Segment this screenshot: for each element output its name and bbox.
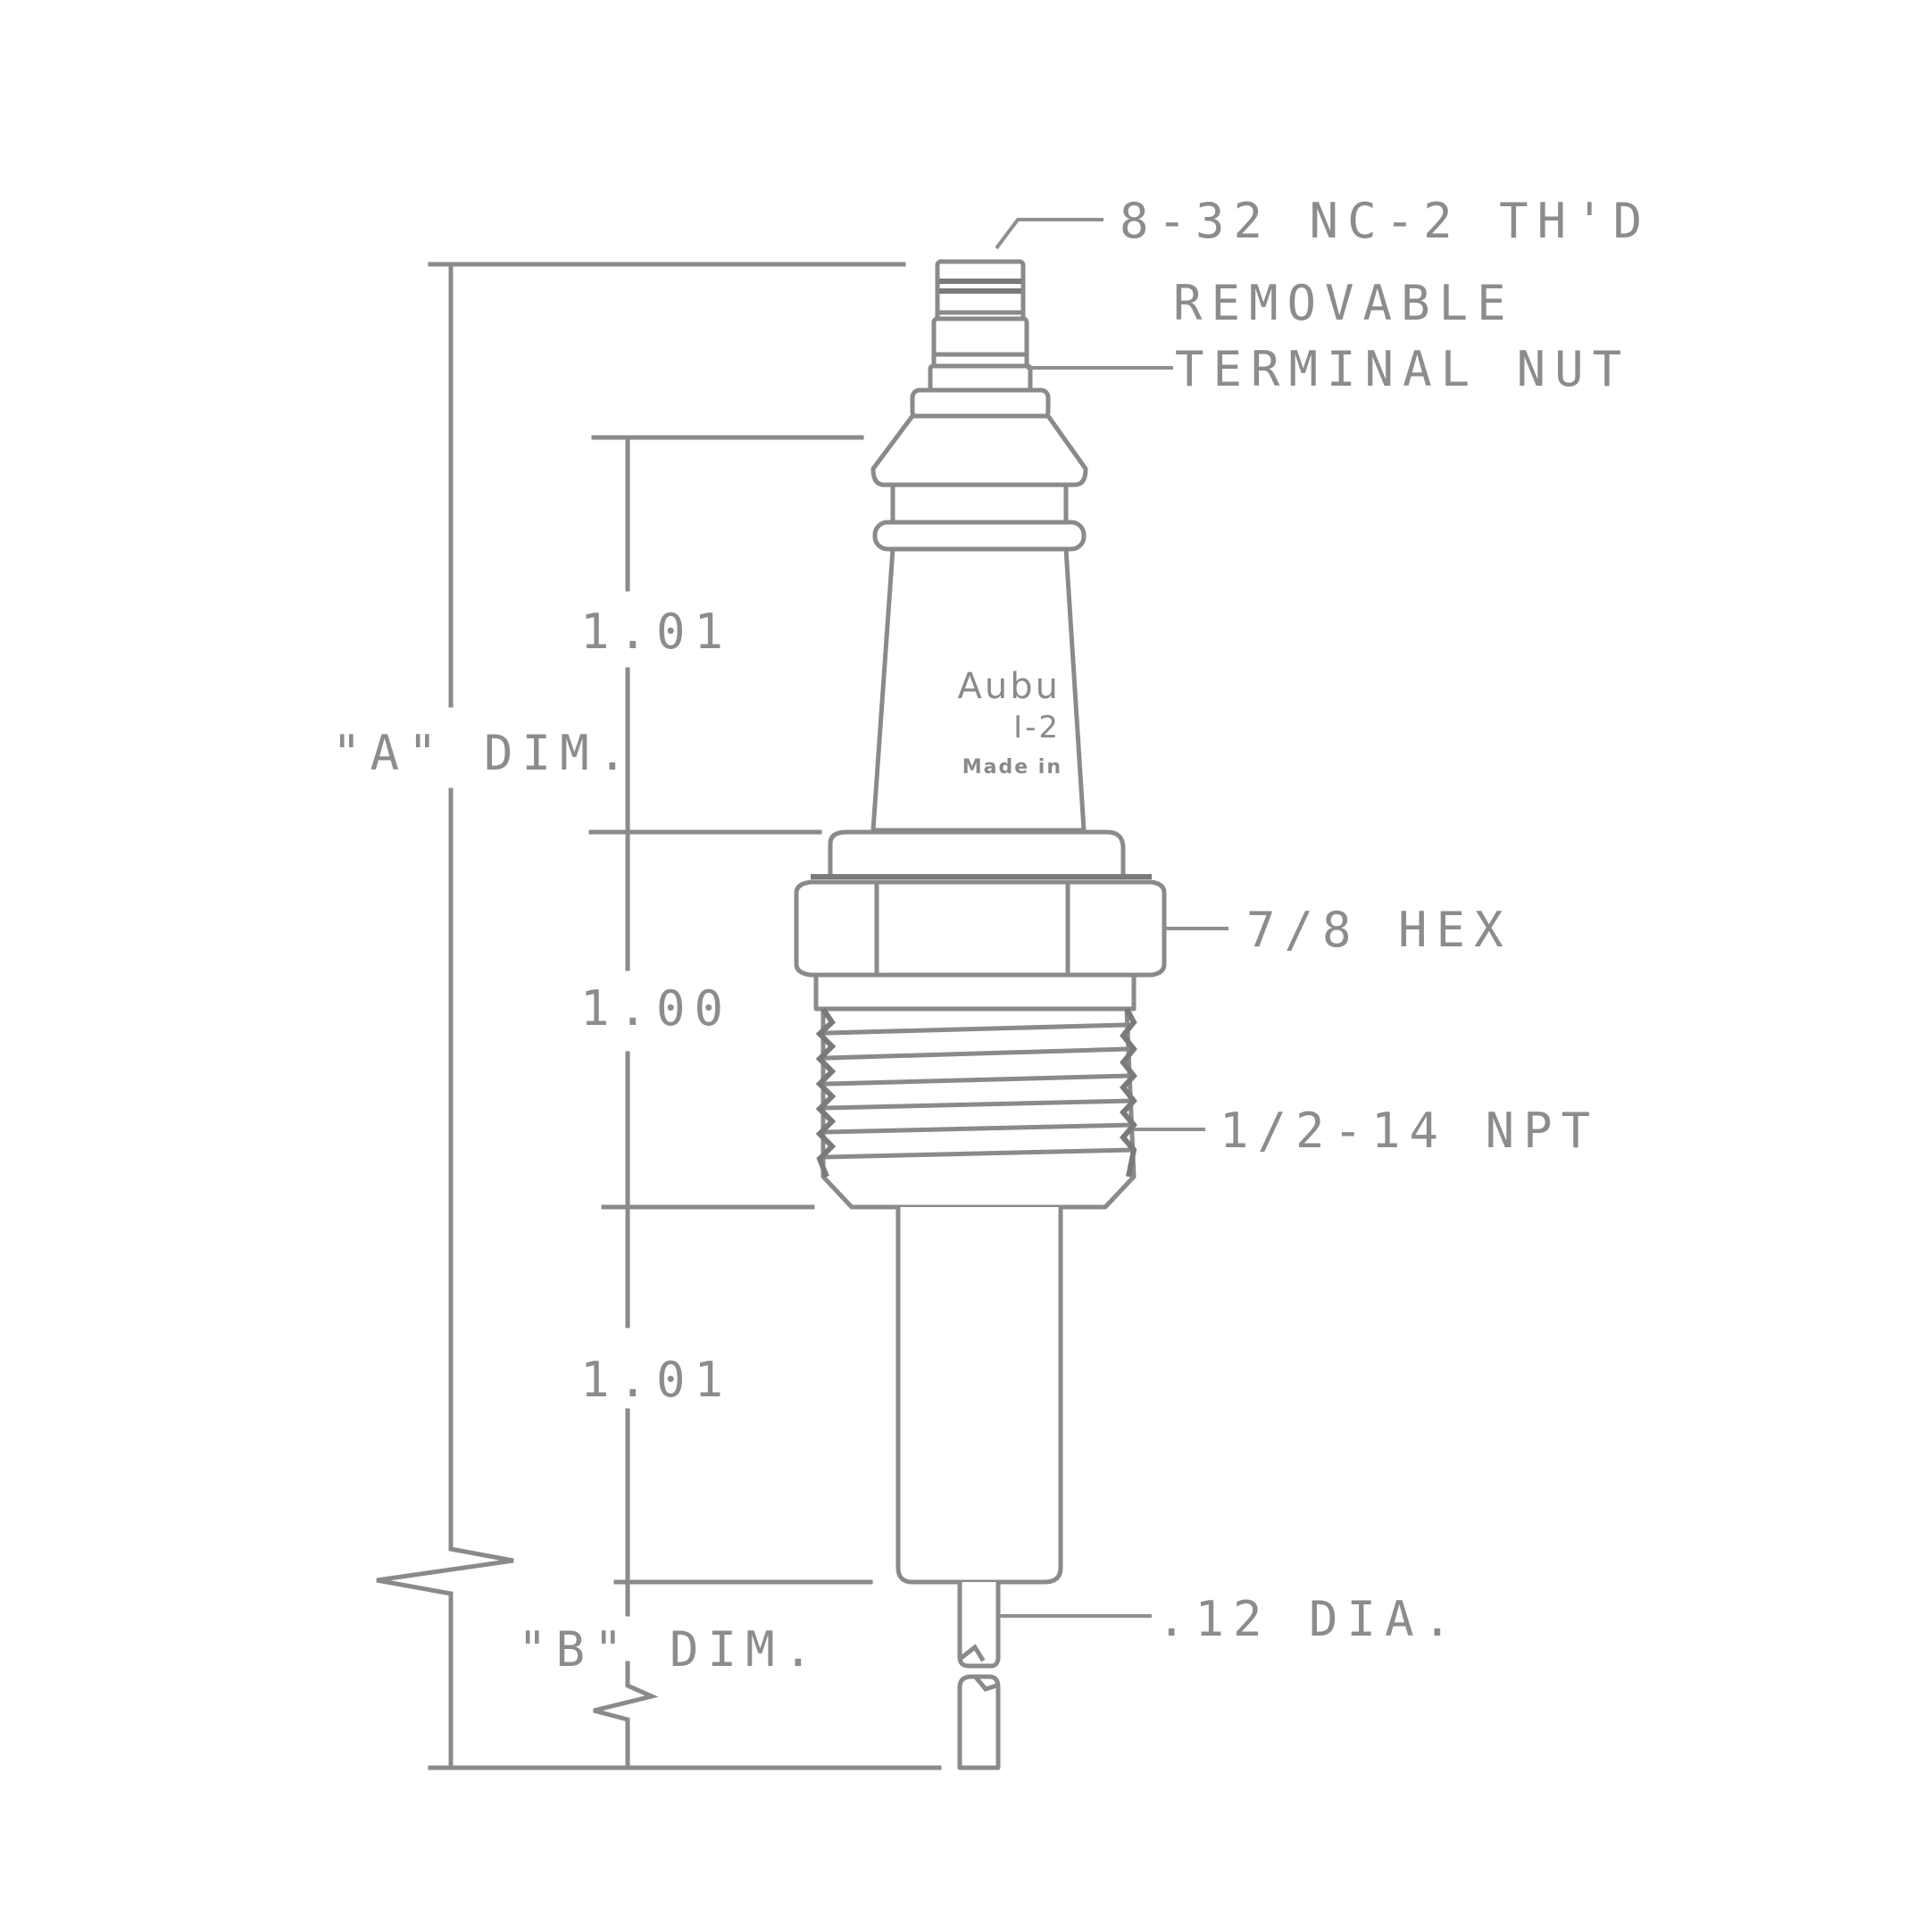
thread-2 <box>824 1046 1131 1061</box>
thread-3 <box>824 1073 1133 1087</box>
npt-thread <box>813 972 1137 1210</box>
a-dimension: "A" DIM. <box>332 262 942 1770</box>
shell-shoulder <box>828 829 1126 879</box>
thread-5 <box>824 1122 1133 1135</box>
terminal-nut <box>928 259 1033 394</box>
rod-break-upper <box>959 1644 986 1662</box>
b-dim-label: "B" DIM. <box>518 1621 821 1678</box>
thread-crests-right <box>1119 1007 1137 1178</box>
a-dim-label: "A" DIM. <box>332 725 636 781</box>
rod-lower-segment <box>957 1674 1001 1770</box>
rod-break-lower <box>973 1675 1000 1692</box>
thread-callout: 8-32 NC-2 TH'D <box>1120 193 1651 249</box>
thread-crests-left <box>815 1007 837 1178</box>
thread-leader <box>995 218 1103 250</box>
thread-1 <box>824 1022 1129 1036</box>
insulator-origin-text: Made in <box>962 756 1062 779</box>
rod-dia-callout: .12 DIA. <box>1157 1591 1461 1647</box>
rod-upper-segment <box>957 1582 1001 1669</box>
insulator-flare <box>870 413 1088 487</box>
thread-relief <box>813 972 1137 1012</box>
hex-callout: 7/8 HEX <box>1246 902 1512 958</box>
dim-lower-label: 1.01 <box>580 1352 732 1408</box>
hex-outline <box>794 879 1167 978</box>
a-dim-break-symbol <box>376 1533 514 1770</box>
terminal-nut-callout-line1: REMOVABLE <box>1173 275 1515 331</box>
b-dim-break-symbol <box>593 1661 659 1770</box>
insulator-brand-text: Aubu <box>958 666 1061 707</box>
hex-nut <box>794 874 1167 978</box>
inner-dimensions: 1.01 1.00 1.01 "B" DIM. <box>518 435 873 1770</box>
dim-middle-label: 1.00 <box>580 980 732 1037</box>
callouts: 8-32 NC-2 TH'D REMOVABLE TERMINAL NUT 7/… <box>995 193 1651 1647</box>
terminal-neck <box>928 363 1033 394</box>
electrode-rod <box>957 1582 1001 1770</box>
terminal-nut-callout-line2: TERMINAL NUT <box>1175 341 1630 397</box>
thread-4 <box>824 1098 1133 1111</box>
insulator-neck <box>890 482 1069 525</box>
dim-upper-label: 1.01 <box>580 604 732 660</box>
electrode: Aubu I-2 Made in <box>794 259 1167 1770</box>
npt-callout: 1/2-14 NPT <box>1220 1103 1599 1159</box>
insulator-model-text: I-2 <box>1013 710 1061 745</box>
lower-insulator <box>895 1207 1063 1585</box>
insulator-ring <box>872 520 1087 552</box>
thread-6 <box>824 1147 1133 1160</box>
